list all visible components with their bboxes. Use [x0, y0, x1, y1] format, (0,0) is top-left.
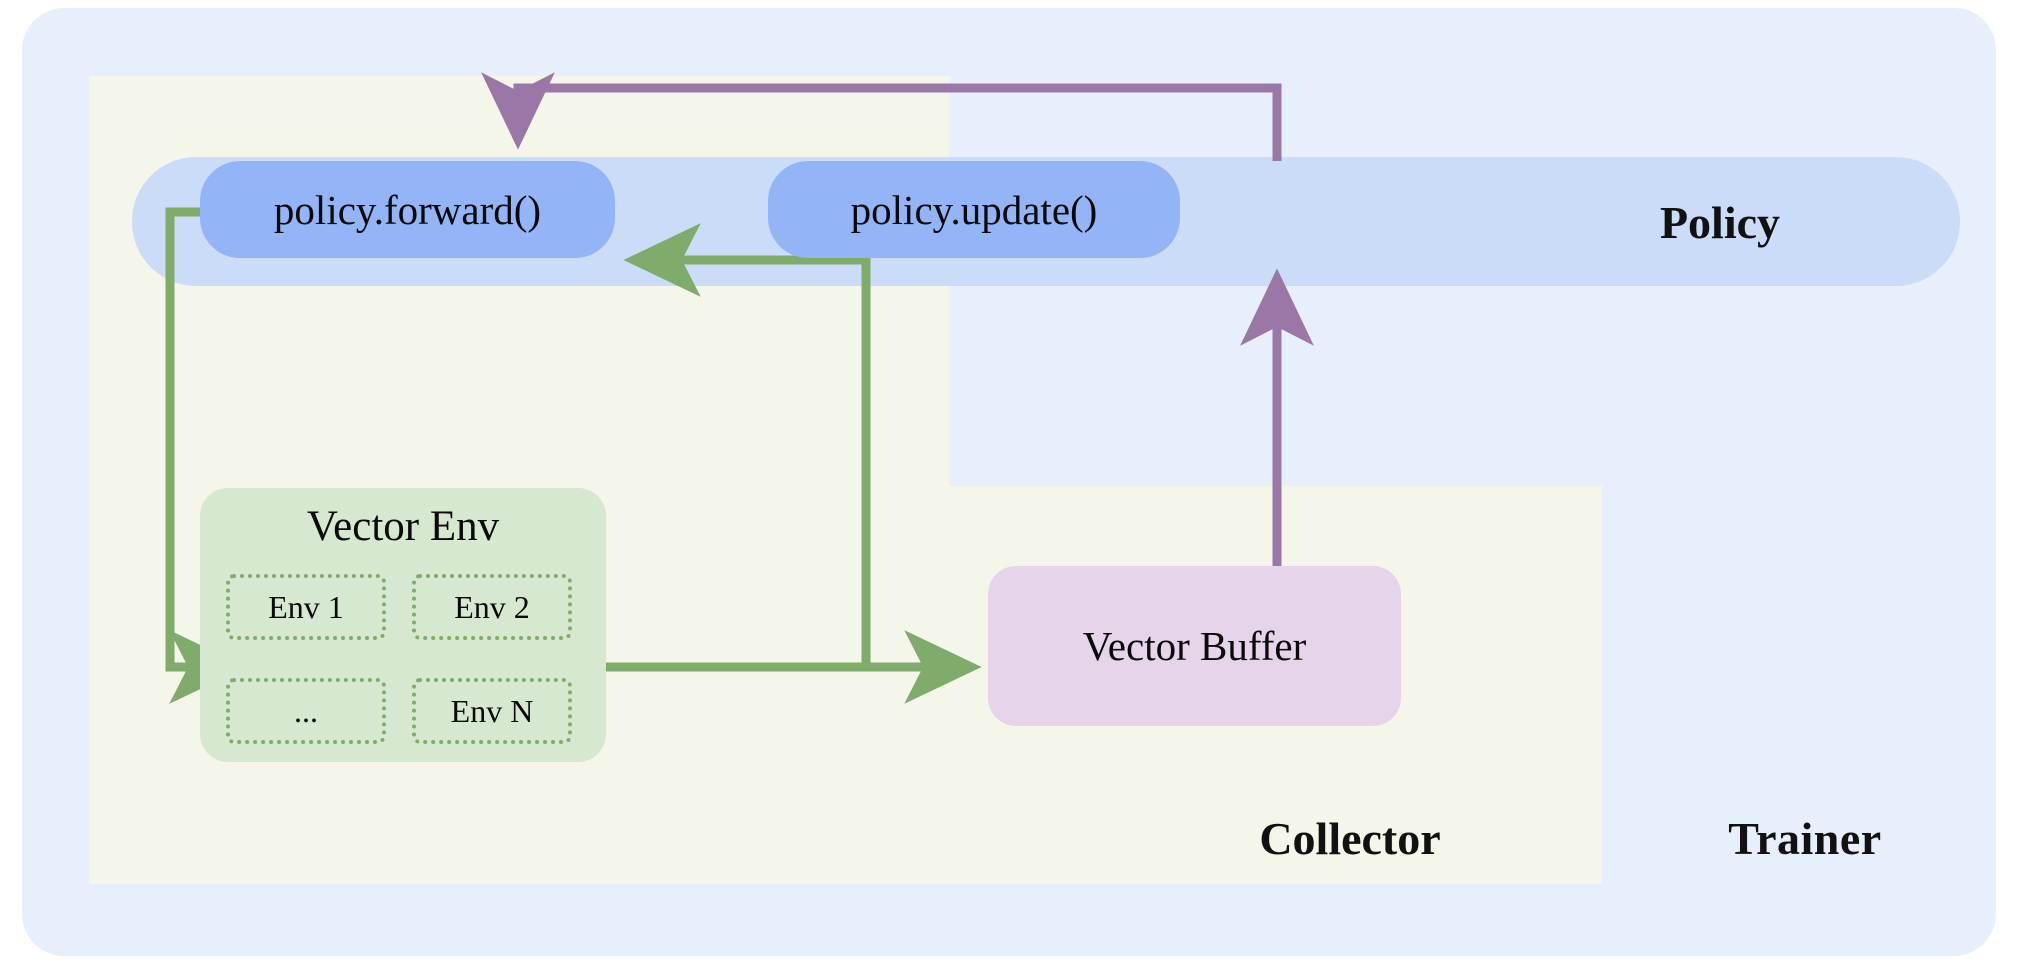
node-vector-env[interactable]: Vector Env Env 1 Env 2 ... Env N — [200, 488, 606, 762]
env-cell-2[interactable]: Env 2 — [412, 574, 572, 640]
node-policy-update[interactable]: policy.update() — [768, 161, 1180, 258]
env-cell-ellipsis[interactable]: ... — [226, 678, 386, 744]
trainer-group-label: Trainer — [1728, 813, 1882, 864]
node-policy-forward[interactable]: policy.forward() — [200, 161, 615, 258]
vector-env-title: Vector Env — [306, 503, 500, 550]
env-cell-n[interactable]: Env N — [412, 678, 572, 744]
env-cell-1[interactable]: Env 1 — [226, 574, 386, 640]
node-vector-buffer[interactable]: Vector Buffer — [988, 566, 1401, 726]
policy-group-label: Policy — [1659, 197, 1781, 248]
env-grid: Env 1 Env 2 ... Env N — [226, 574, 580, 744]
collector-group-label: Collector — [1259, 813, 1441, 864]
